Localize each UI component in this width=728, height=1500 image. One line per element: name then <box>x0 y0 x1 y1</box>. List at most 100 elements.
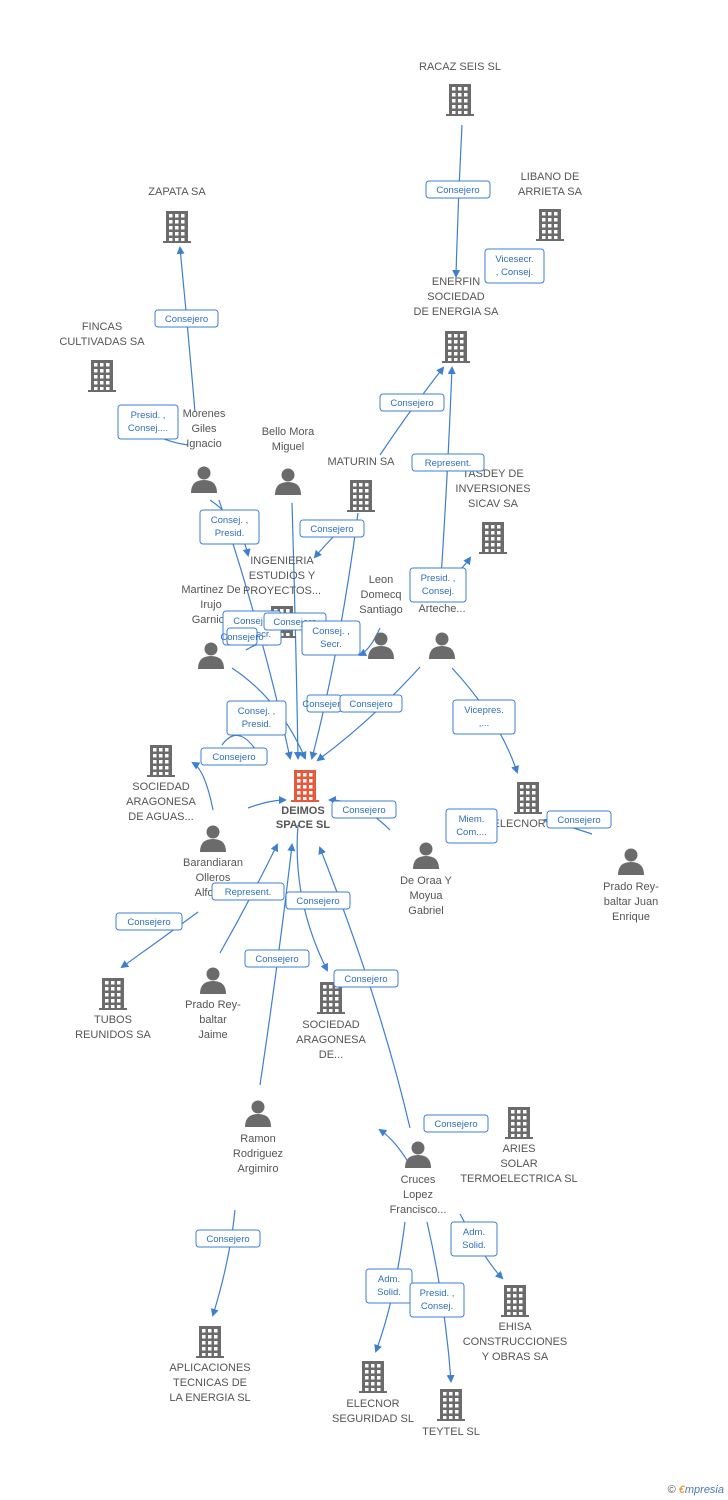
building-icon <box>88 360 116 392</box>
edge-role-label[interactable]: Consejero <box>425 180 491 199</box>
relationship-edge <box>210 1209 236 1317</box>
edge-role-label[interactable]: Consejero <box>115 912 183 931</box>
edge-role-label[interactable]: Adm.Solid. <box>365 1268 413 1304</box>
svg-text:Consejero: Consejero <box>255 954 298 965</box>
node-arteche[interactable]: Arteche... <box>418 603 466 659</box>
person-icon <box>200 825 226 852</box>
edge-role-label[interactable]: Presid. ,Consej. <box>409 1282 465 1318</box>
edge-role-label[interactable]: Consej. ,Presid. <box>226 700 287 736</box>
svg-text:Consejero: Consejero <box>220 632 263 643</box>
svg-text:Consejero: Consejero <box>344 974 387 985</box>
node-label: Arteche... <box>418 603 465 615</box>
relationship-edge <box>358 627 381 656</box>
svg-text:Consejero: Consejero <box>436 185 479 196</box>
svg-text:Consej. ,Presid.: Consej. ,Presid. <box>211 515 249 539</box>
edge-role-label[interactable]: Consejero <box>154 309 219 328</box>
edge-role-label[interactable]: Consejero <box>200 747 268 766</box>
edge-role-label[interactable]: Presid. ,Consej.... <box>117 404 179 440</box>
svg-text:Consejero: Consejero <box>310 524 353 535</box>
person-icon <box>405 1141 431 1168</box>
edge-role-label[interactable]: Consejero <box>299 519 365 538</box>
edge-role-label[interactable]: Consejero <box>423 1114 489 1133</box>
person-icon <box>413 842 439 869</box>
svg-text:Consejero: Consejero <box>296 896 339 907</box>
edge-role-label[interactable]: Vicepres.,... <box>452 699 516 735</box>
node-zapata[interactable]: ZAPATA SA <box>148 186 206 243</box>
edge-role-label[interactable]: Represent. <box>211 882 285 901</box>
edge-role-label[interactable]: Consejero <box>244 949 310 968</box>
copyright-symbol: © <box>667 1484 676 1496</box>
edge-role-label[interactable]: Consejero <box>285 891 351 910</box>
edge-role-label[interactable]: Consejero <box>339 694 403 713</box>
node-maturin[interactable]: MATURIN SA <box>327 456 395 512</box>
person-icon <box>618 848 644 875</box>
person-icon <box>200 967 226 994</box>
node-elecnor[interactable]: ELECNOR SA <box>493 782 565 830</box>
building-icon <box>514 782 542 814</box>
edge-role-label[interactable]: Consejero <box>331 800 397 819</box>
node-label: ZAPATA SA <box>148 186 206 198</box>
node-racaz[interactable]: RACAZ SEIS SL <box>419 61 501 116</box>
edge-role-label[interactable]: Consejero <box>546 810 612 829</box>
edge-role-label[interactable]: Consejero <box>195 1229 261 1248</box>
svg-text:Consejero: Consejero <box>434 1119 477 1130</box>
building-icon <box>359 1361 387 1393</box>
empresia-brand[interactable]: ©€mpresia <box>668 1484 724 1496</box>
node-teytel[interactable]: TEYTEL SL <box>422 1389 480 1438</box>
edge-role-label[interactable]: Represent. <box>411 453 485 472</box>
building-icon <box>442 331 470 363</box>
edge-role-label[interactable]: Consej. ,Presid. <box>199 509 260 545</box>
edge-role-label[interactable]: Miem.Com.... <box>445 808 498 844</box>
svg-text:Consej. ,Secr.: Consej. ,Secr. <box>312 626 350 650</box>
edge-role-label[interactable]: Consejero <box>379 393 445 412</box>
edge-role-label[interactable]: Consej. ,Secr. <box>301 620 361 656</box>
edge-role-label[interactable]: Vicesecr., Consej. <box>484 248 545 284</box>
edge-role-label[interactable]: Presid. ,Consej. <box>409 567 467 603</box>
building-icon <box>99 978 127 1010</box>
edge-role-label[interactable]: Adm.Solid. <box>450 1221 498 1257</box>
person-icon <box>275 468 301 495</box>
edge-role-label[interactable]: Consejero <box>333 969 399 988</box>
svg-text:Adm.Solid.: Adm.Solid. <box>377 1274 401 1298</box>
edge-role-label[interactable]: Consejero <box>302 694 346 713</box>
svg-text:Consejero: Consejero <box>390 398 433 409</box>
brand-logo-letter: € <box>678 1484 685 1496</box>
edge-role-label[interactable]: Consejero <box>220 627 264 646</box>
relationship-edge <box>378 1128 411 1166</box>
svg-text:Miem.Com....: Miem.Com.... <box>456 814 487 838</box>
building-icon <box>196 1326 224 1358</box>
